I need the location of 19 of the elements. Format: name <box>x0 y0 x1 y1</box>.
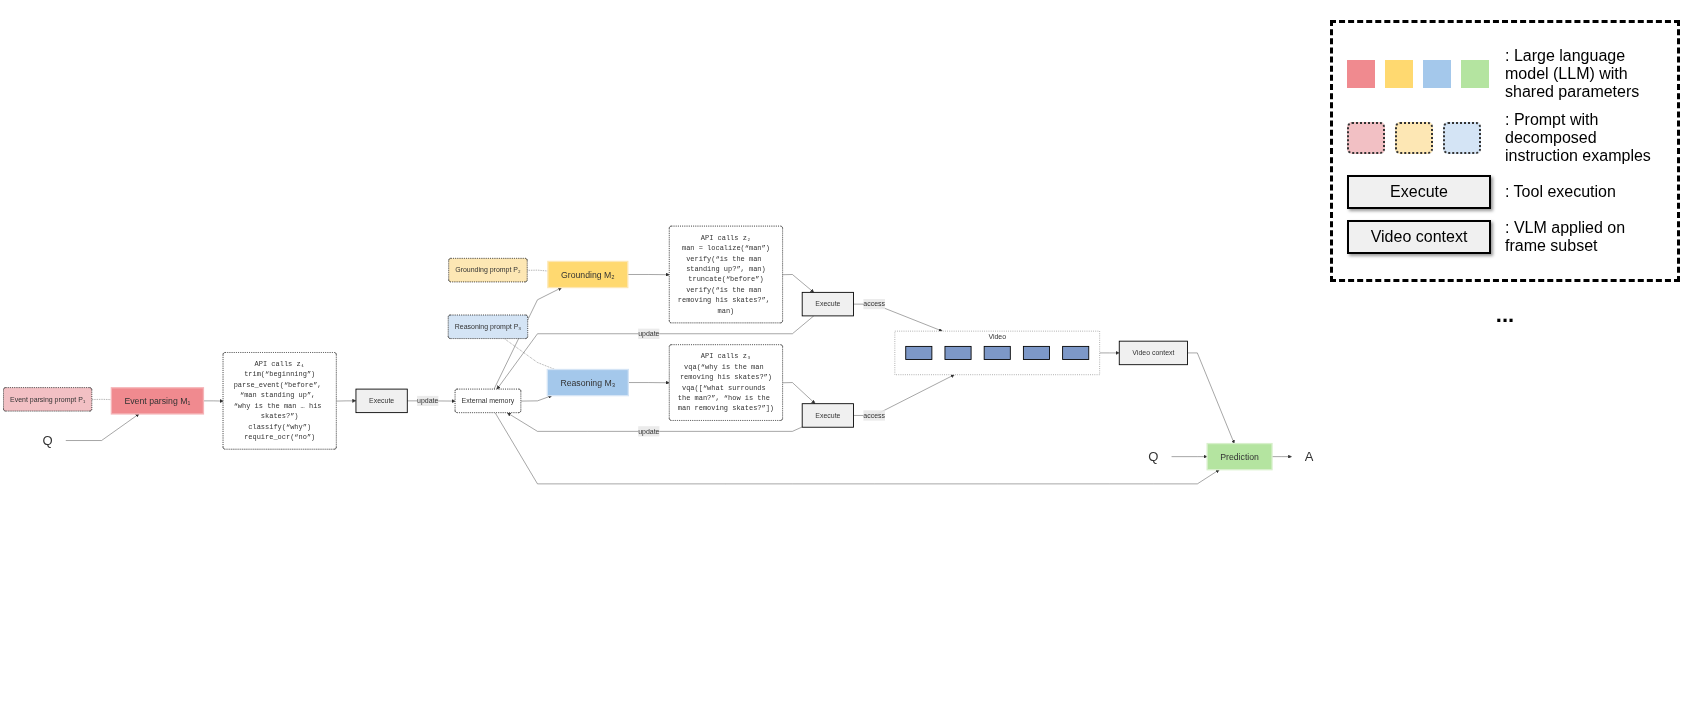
node-text: Q <box>1148 449 1159 464</box>
node-box: Reasoning M₃ <box>546 368 629 397</box>
legend-text: : Prompt with decomposed instruction examples <box>1505 111 1652 165</box>
node-box <box>905 345 933 360</box>
node-box: Grounding M₂ <box>547 260 629 289</box>
node-text: Q <box>42 433 53 448</box>
execute-sample-box: Execute <box>1347 175 1491 209</box>
node-box <box>1062 345 1090 360</box>
ellipsis: ... <box>1495 302 1515 327</box>
node-box <box>944 345 972 360</box>
node-box: Event parsing M₁ <box>110 387 205 415</box>
node-box <box>983 345 1011 360</box>
node-box: Prediction <box>1206 442 1273 471</box>
node-text: A <box>1304 449 1314 464</box>
node-box <box>1022 345 1050 360</box>
legend-text: : Large language model (LLM) with shared parameters <box>1505 47 1641 101</box>
legend-text: : VLM applied on frame subset <box>1505 219 1627 255</box>
legend-text: : Tool execution <box>1505 183 1616 201</box>
video-context-sample-box: Video context <box>1347 220 1491 254</box>
